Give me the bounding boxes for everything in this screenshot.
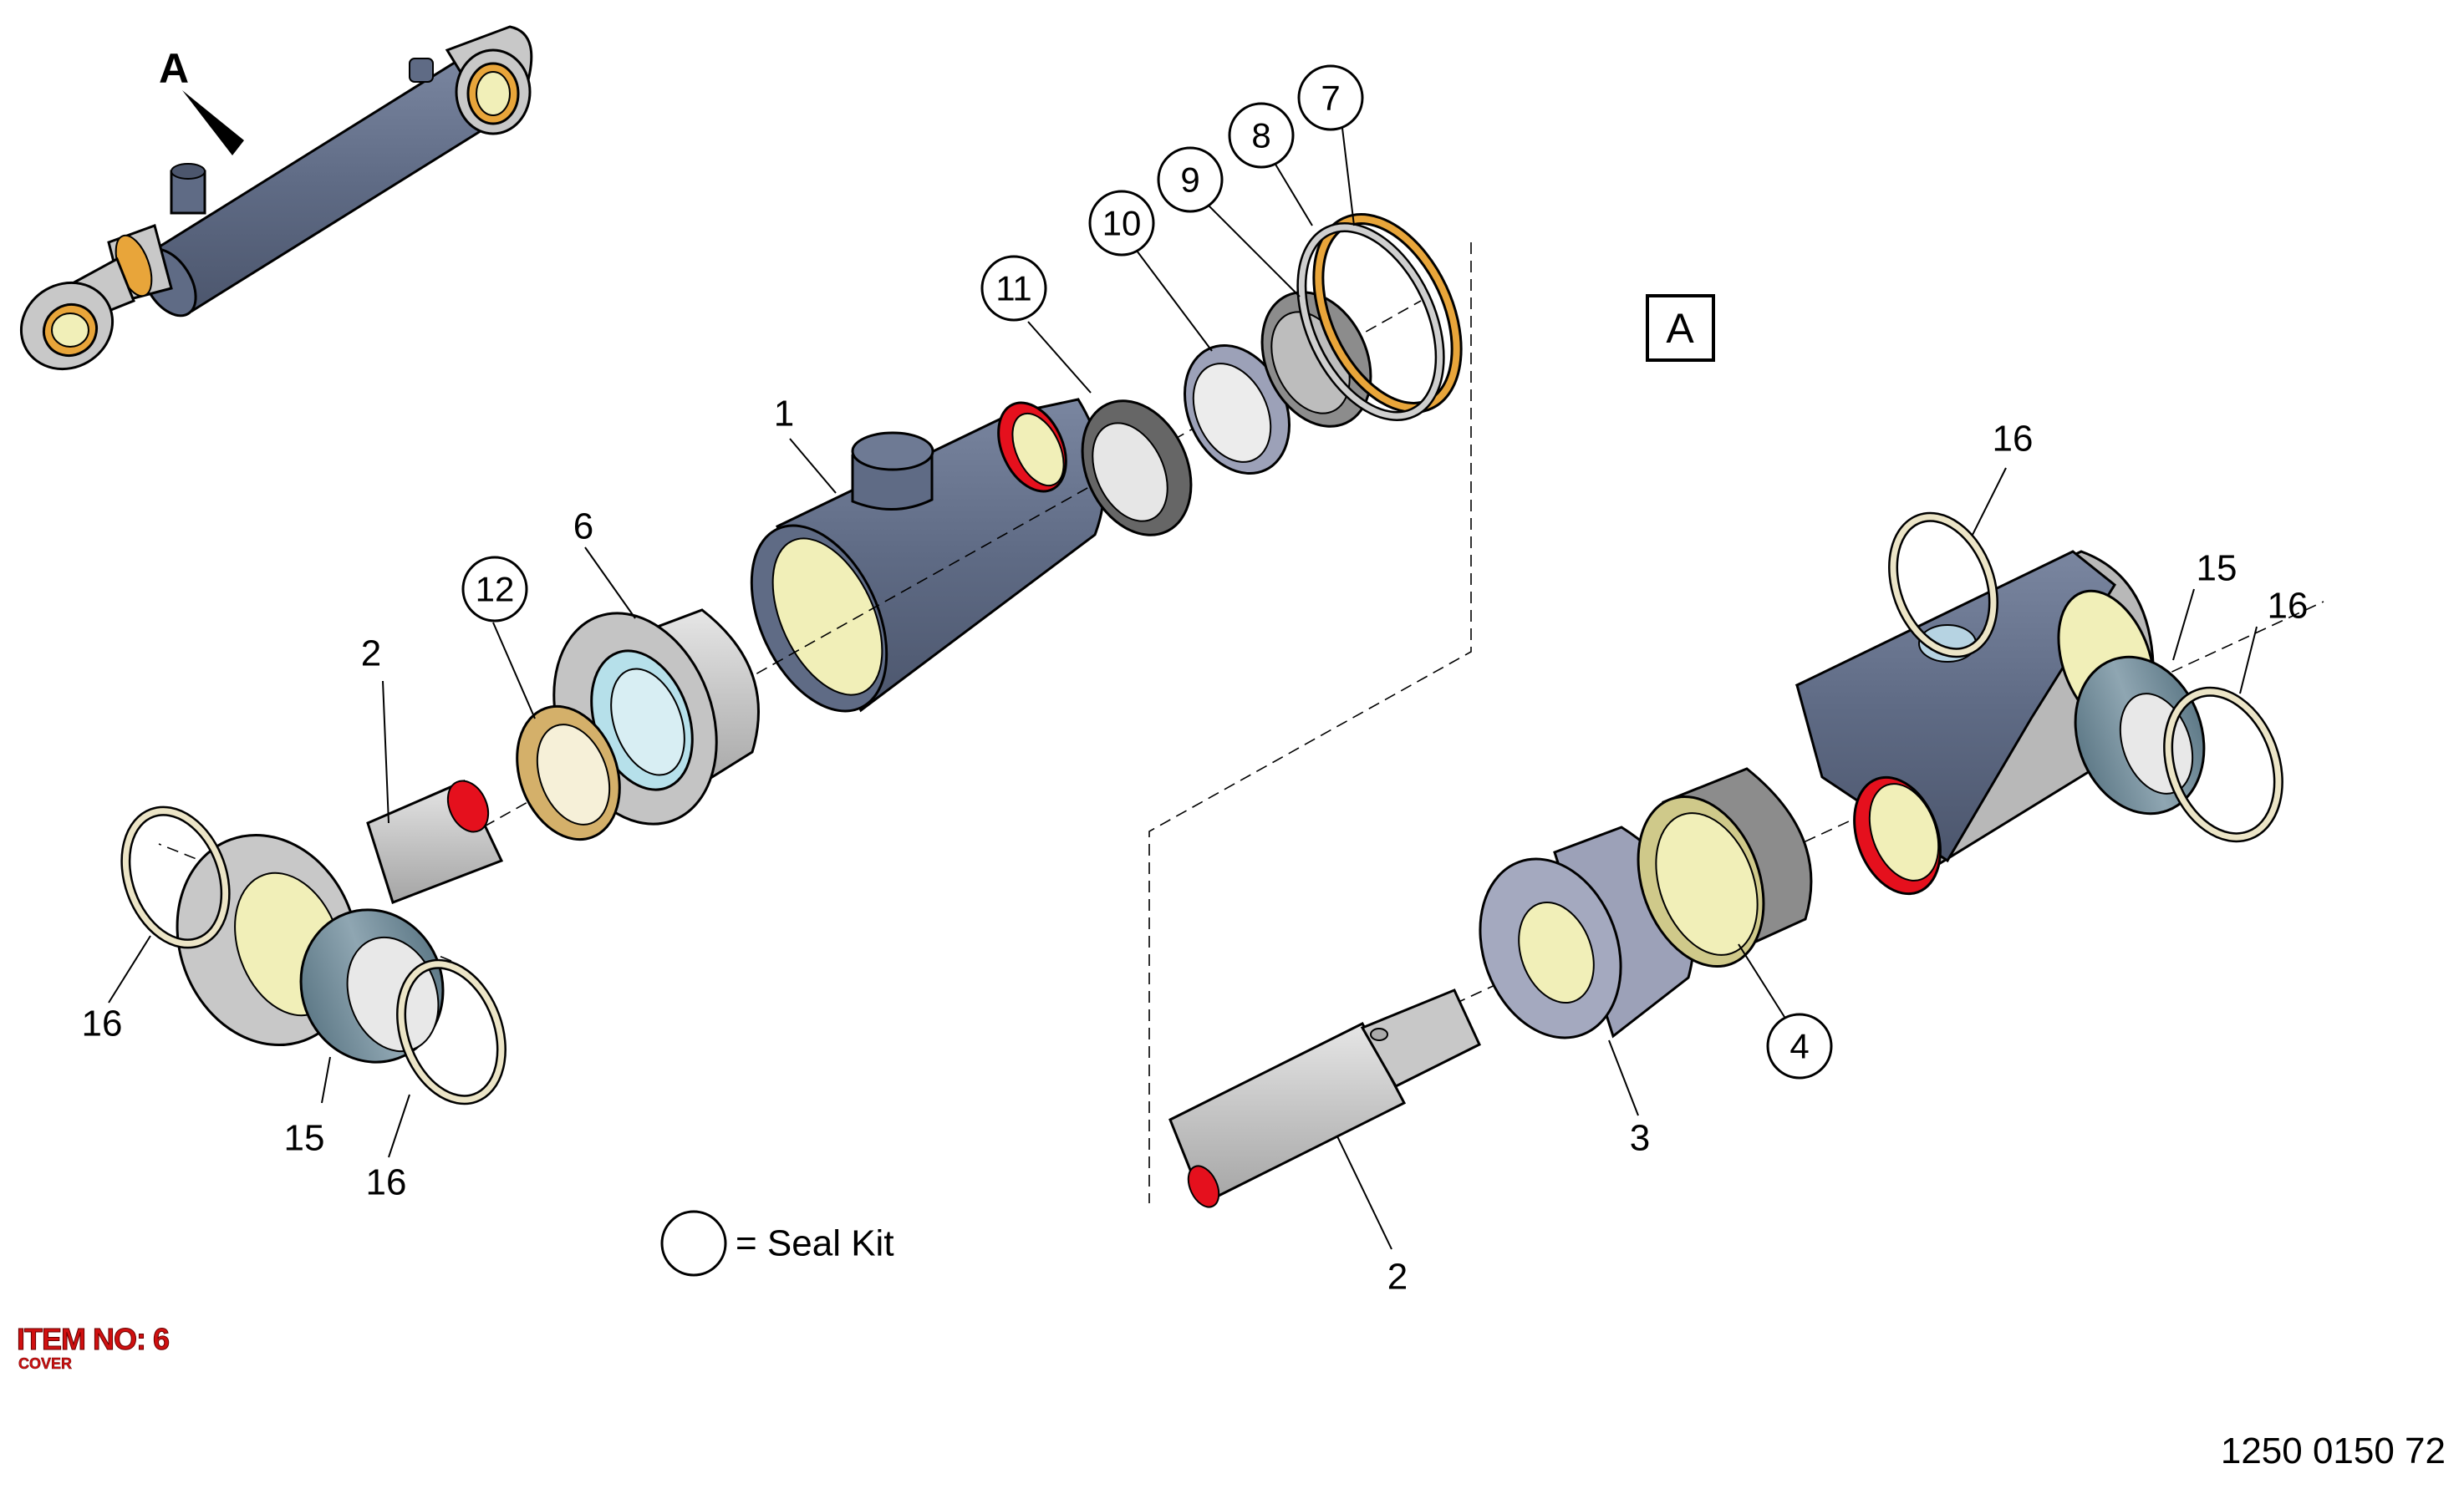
part-label-16-bottom: 16 <box>366 1162 407 1203</box>
document-number: 1250 0150 72 <box>2220 1431 2446 1471</box>
part-label-16-right: 16 <box>2268 586 2309 627</box>
item-number: ITEM NO: 6 <box>16 1322 170 1357</box>
svg-text:12: 12 <box>476 570 515 609</box>
seal-ring-12 <box>516 704 621 841</box>
bearing-15-left <box>299 908 445 1064</box>
part-label-16-top-right: 16 <box>1993 419 2034 460</box>
circlip-16-right <box>1888 511 2283 843</box>
cylinder-barrel <box>750 398 1106 713</box>
seal-ring-11 <box>1081 399 1193 536</box>
seal-kit-legend: = Seal Kit <box>660 1210 894 1277</box>
svg-text:7: 7 <box>1321 79 1340 118</box>
piston-rod <box>1168 988 1481 1208</box>
seal-ring-4 <box>1637 767 1813 968</box>
seal-kit-label-12: 12 <box>461 556 528 623</box>
assembled-cylinder <box>19 25 533 371</box>
view-a-box: A <box>1646 294 1715 362</box>
seal-kit-label-11: 11 <box>980 255 1047 322</box>
seal-kit-label-10: 10 <box>1088 190 1155 257</box>
part-label-2-left: 2 <box>361 633 381 674</box>
leader-lines <box>108 120 2258 1250</box>
seal-kit-label-8: 8 <box>1228 102 1295 169</box>
part-label-16-left: 16 <box>82 1004 123 1044</box>
svg-text:4: 4 <box>1789 1027 1809 1066</box>
seal-ring-10 <box>1184 343 1291 475</box>
part-label-6: 6 <box>573 506 593 547</box>
part-label-15-left: 15 <box>284 1118 325 1159</box>
part-label-15-right: 15 <box>2197 548 2237 589</box>
part-label-1: 1 <box>774 394 794 435</box>
item-name: COVER <box>18 1355 73 1373</box>
svg-text:A: A <box>1666 305 1694 352</box>
svg-text:11: 11 <box>995 269 1032 308</box>
svg-text:10: 10 <box>1102 204 1142 243</box>
seal-kit-label-7: 7 <box>1297 64 1364 131</box>
view-a-arrow <box>182 90 244 155</box>
seal-kit-label-4: 4 <box>1766 1013 1833 1080</box>
svg-text:9: 9 <box>1180 160 1199 200</box>
circlip-16-left <box>120 805 507 1105</box>
part-label-2-right: 2 <box>1387 1257 1408 1298</box>
svg-text:8: 8 <box>1251 116 1270 155</box>
view-marker-label: A <box>159 45 189 92</box>
seal-ring-7-8 <box>1296 213 1463 421</box>
seal-kit-label-9: 9 <box>1157 146 1224 213</box>
seal-kit-legend-text: = Seal Kit <box>736 1223 894 1264</box>
part-label-3: 3 <box>1630 1118 1650 1159</box>
